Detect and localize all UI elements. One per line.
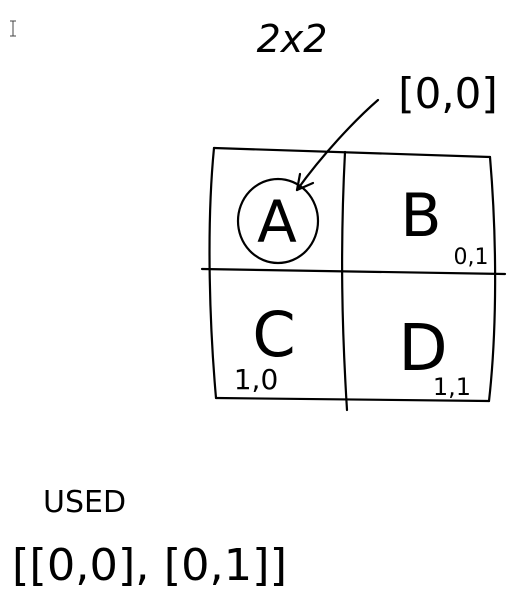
cell-d-coord: 1,1 bbox=[433, 373, 471, 401]
cell-a-letter: A bbox=[257, 188, 297, 256]
cell-d-letter: D bbox=[398, 312, 447, 386]
arrow-pointer bbox=[295, 98, 380, 192]
text-cursor-icon bbox=[10, 20, 16, 37]
cell-b-letter: B bbox=[400, 181, 441, 251]
grid-2x2 bbox=[200, 146, 507, 412]
circle-highlight bbox=[236, 177, 320, 265]
pointer-label: [0,0] bbox=[398, 69, 498, 118]
cell-b-coord: 0,1 bbox=[454, 245, 489, 270]
cell-c-coord: 1,0 bbox=[234, 363, 279, 396]
grid-size-title: 2x2 bbox=[257, 17, 328, 61]
used-list: [[0,0], [0,1]] bbox=[12, 540, 287, 591]
cell-c-letter: C bbox=[252, 298, 295, 371]
used-heading: USED bbox=[43, 485, 126, 520]
